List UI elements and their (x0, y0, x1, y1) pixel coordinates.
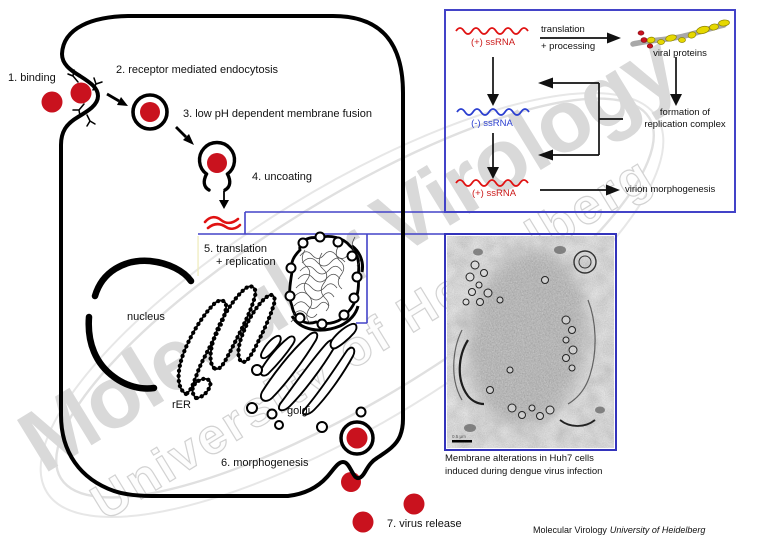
bracket-tick (197, 236, 199, 276)
step-label-release: 7. virus release (387, 518, 462, 530)
step-label-uncoating: 4. uncoating (252, 171, 312, 183)
em-border (444, 233, 617, 451)
organelle-label-rer: rER (172, 399, 191, 411)
inset-label-viral-proteins: viral proteins (653, 48, 707, 59)
virus-particles (41, 82, 425, 533)
nucleus-outline (85, 257, 195, 392)
em-vesicles (462, 260, 578, 420)
em-scale-label: 0.5 µm (452, 434, 466, 439)
em-caption-line-2: induced during dengue virus infection (445, 466, 603, 477)
step-arrows (106, 92, 229, 209)
footer-course: Molecular Virology (533, 525, 607, 535)
em-caption-line-1: Membrane alterations in Huh7 cells (445, 453, 594, 464)
cell-membrane (59, 14, 405, 498)
replication-complex (284, 231, 364, 332)
inset-label-formation-1: formation of (659, 107, 711, 118)
inset-minus-rna-icon (456, 108, 530, 116)
viral-rna-icon (203, 215, 242, 231)
em-micrograph: 0.5 µm (444, 233, 617, 451)
em-scale-bar (452, 440, 472, 443)
inset-label-formation-2: replication complex (644, 119, 726, 130)
em-dense-bodies (464, 246, 605, 432)
inset-label-plus-ssrna-top: (+) ssRNA (470, 37, 516, 48)
endosome-vesicle (131, 93, 169, 131)
step-label-endocytosis: 2. receptor mediated endocytosis (116, 64, 279, 76)
budding-virus-particle (341, 472, 361, 492)
receptor-icons (67, 69, 103, 127)
inset-replication-box (444, 9, 736, 213)
organelle-label-golgi: golgi (287, 405, 311, 417)
inset-label-plus-ssrna-bottom: (+) ssRNA (471, 188, 517, 199)
footer-affiliation: University of Heidelberg (609, 525, 706, 535)
step-label-fusion: 3. low pH dependent membrane fusion (183, 108, 372, 120)
inset-label-minus-ssrna: (-) ssRNA (471, 118, 513, 129)
inset-plus-rna-top-icon (455, 27, 529, 35)
inset-label-translation: translation (541, 24, 585, 35)
em-dark-matrix (469, 250, 587, 426)
em-membranes (453, 250, 597, 427)
transport-vesicles (246, 364, 367, 433)
golgi-apparatus (259, 322, 358, 416)
organelle-label-nucleus: nucleus (127, 311, 165, 323)
uncoating-vesicle (197, 140, 237, 192)
step-label-morphogenesis: 6. morphogenesis (221, 457, 309, 469)
rough-er (179, 286, 275, 398)
budding-vesicle (339, 420, 375, 456)
inset-label-processing: + processing (541, 41, 596, 52)
inset-plus-rna-bottom-icon (455, 179, 529, 187)
step-label-binding: 1. binding (8, 72, 56, 84)
inset-arrows (487, 32, 682, 196)
step-label-translation-1: 5. translation (204, 243, 267, 255)
inset-label-virion-morphogenesis: virion morphogenesis (625, 184, 716, 195)
step-label-translation-2: + replication (216, 256, 276, 268)
viral-proteins-icon (630, 19, 730, 49)
